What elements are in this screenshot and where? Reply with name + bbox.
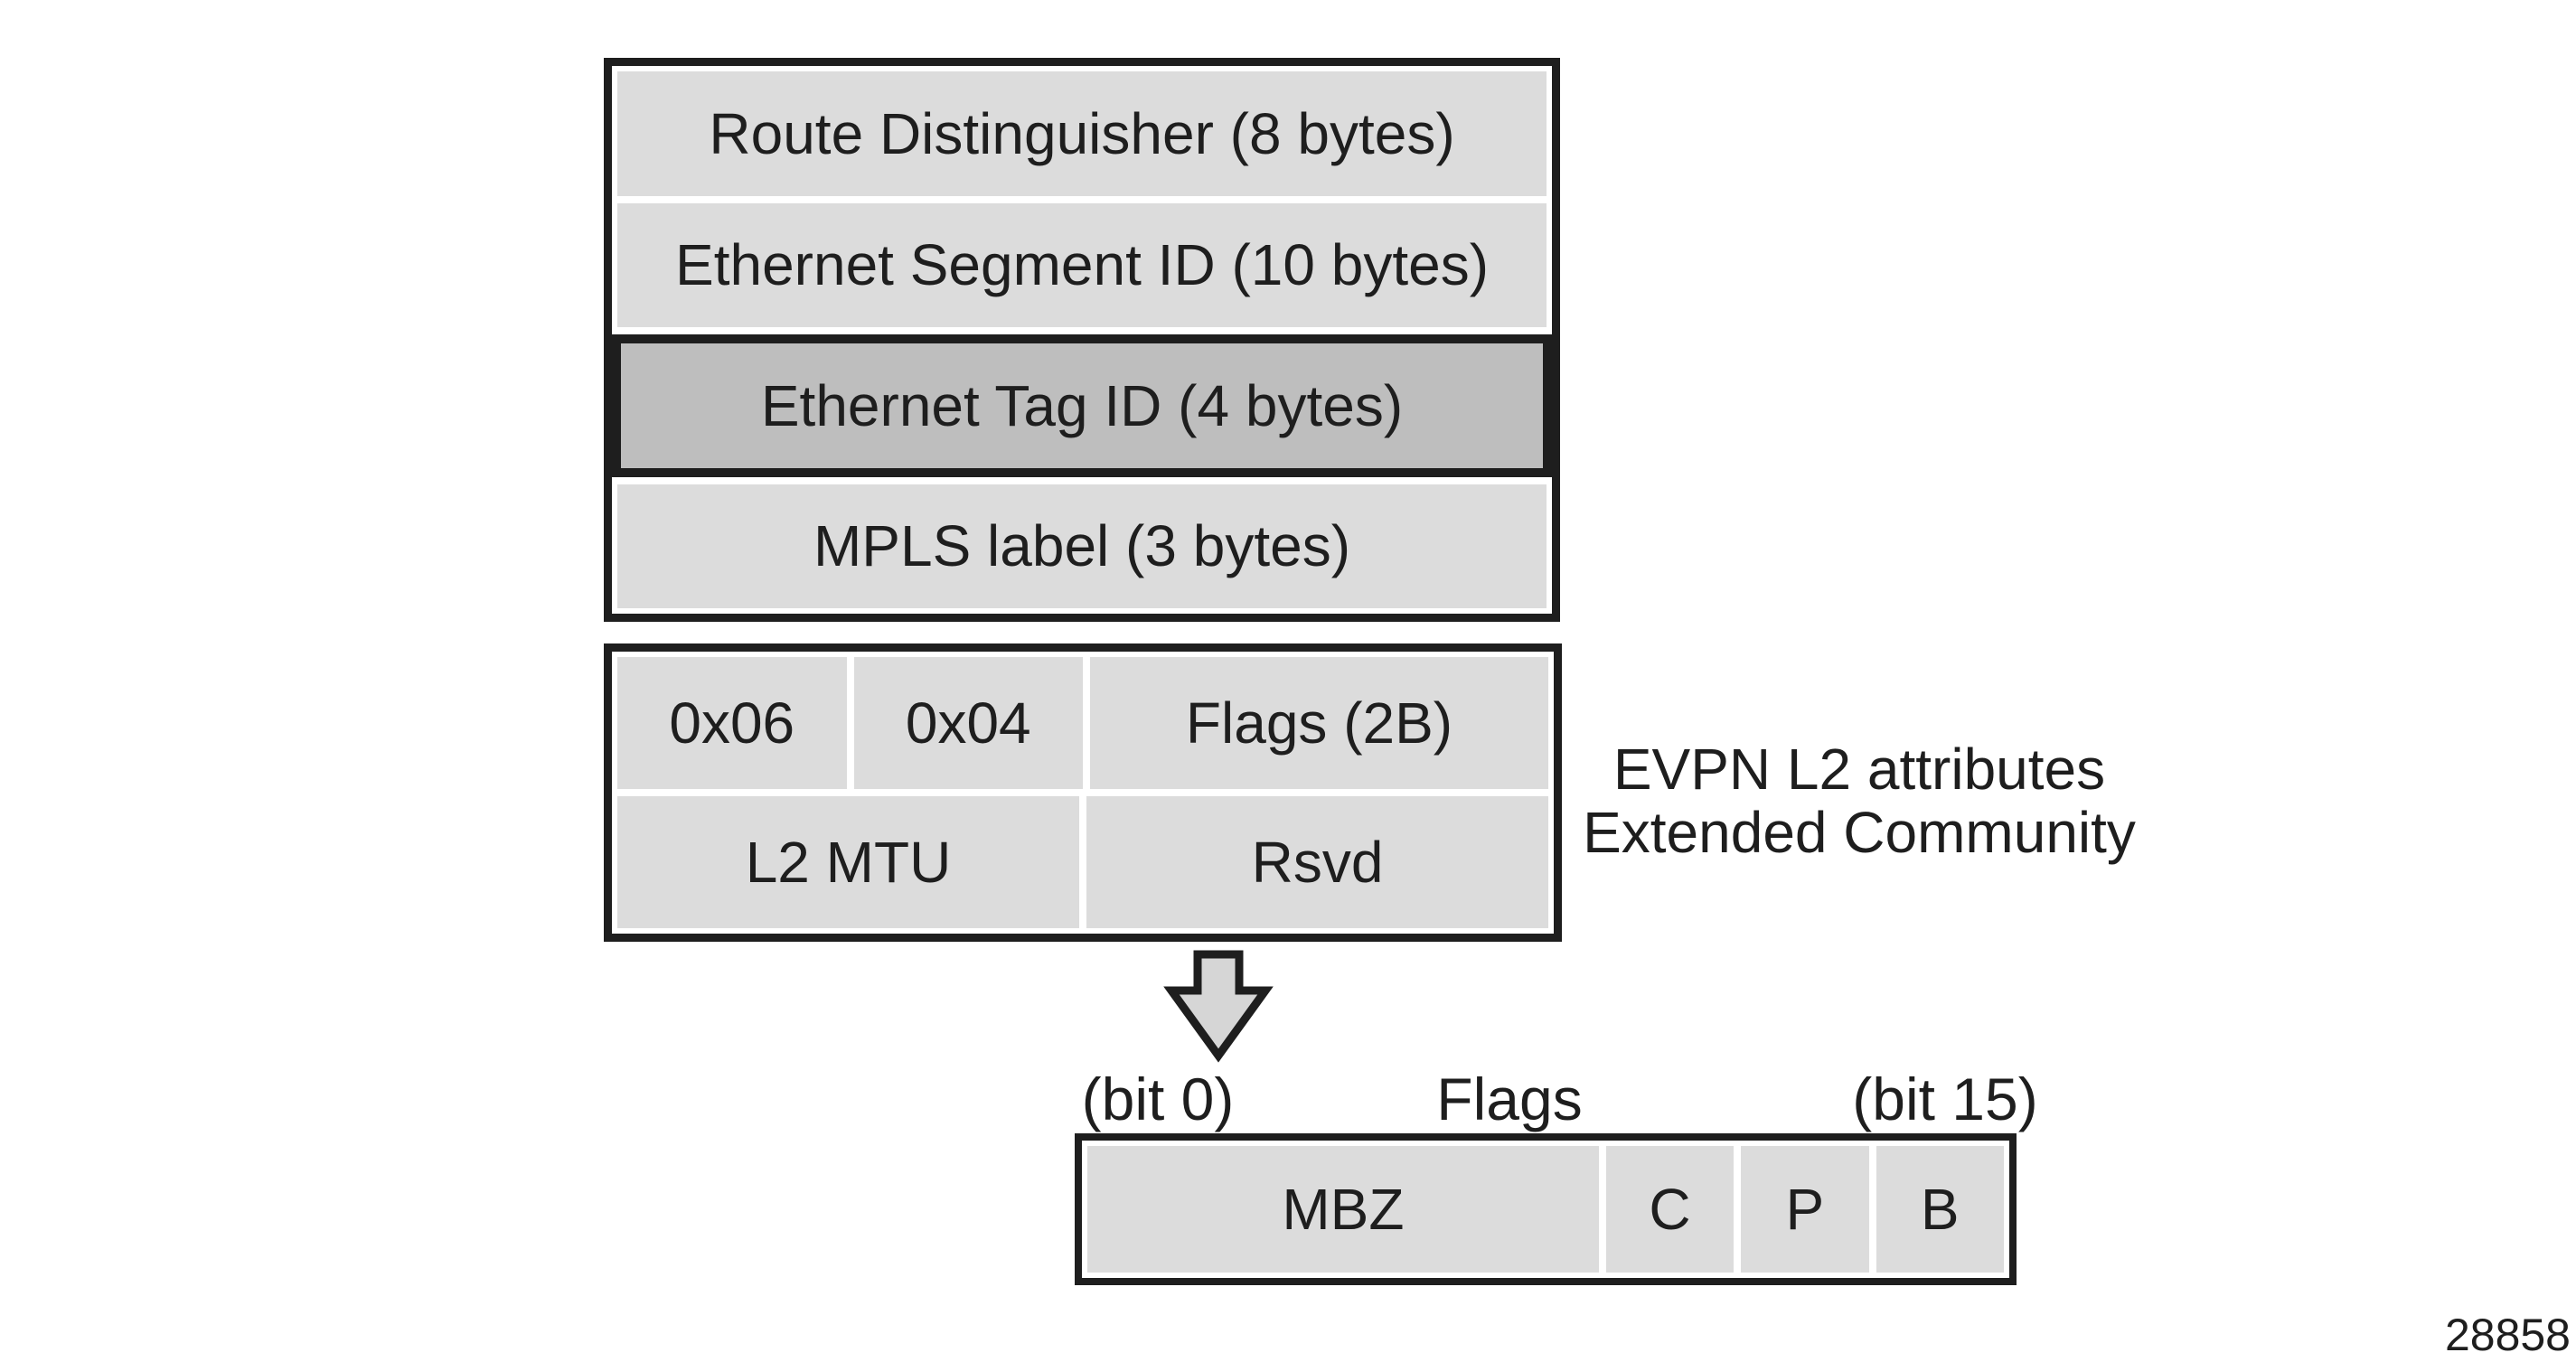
flags-cell-p: P xyxy=(1741,1146,1869,1273)
extcomm-cell-rsvd: Rsvd xyxy=(1086,796,1548,928)
bit15-label: (bit 15) xyxy=(1852,1066,2038,1132)
ext-community-row-2: L2 MTU Rsvd xyxy=(617,796,1548,928)
extcomm-cell-type: 0x06 xyxy=(617,657,847,789)
route-fields-box: Route Distinguisher (8 bytes) Ethernet S… xyxy=(604,58,1560,622)
ext-community-caption: EVPN L2 attributes Extended Community xyxy=(1578,737,2140,864)
bit0-label: (bit 0) xyxy=(1081,1066,1235,1132)
ext-community-caption-line1: EVPN L2 attributes xyxy=(1612,737,2106,802)
ext-community-row-1: 0x06 0x04 Flags (2B) xyxy=(617,657,1548,789)
field-row-route-distinguisher: Route Distinguisher (8 bytes) xyxy=(617,71,1547,196)
flags-bitfield-box: MBZ C P B xyxy=(1075,1133,2017,1285)
flags-cell-b: B xyxy=(1876,1146,2004,1273)
extcomm-cell-subtype: 0x04 xyxy=(853,657,1083,789)
flags-cell-c: C xyxy=(1605,1146,1735,1273)
figure-number: 28858 xyxy=(2444,1310,2571,1360)
flags-title-label: Flags xyxy=(1436,1066,1583,1132)
ext-community-box: 0x06 0x04 Flags (2B) L2 MTU Rsvd xyxy=(604,643,1562,942)
extcomm-cell-flags: Flags (2B) xyxy=(1090,657,1548,789)
flags-cell-mbz: MBZ xyxy=(1087,1146,1599,1273)
down-arrow-icon xyxy=(1163,950,1274,1063)
ext-community-caption-line2: Extended Community xyxy=(1583,800,2136,865)
extcomm-cell-l2-mtu: L2 MTU xyxy=(617,796,1079,928)
field-row-mpls-label: MPLS label (3 bytes) xyxy=(617,484,1547,608)
field-row-ethernet-segment-id: Ethernet Segment ID (10 bytes) xyxy=(617,202,1547,327)
field-row-ethernet-tag-id-highlighted: Ethernet Tag ID (4 bytes) xyxy=(612,334,1552,477)
